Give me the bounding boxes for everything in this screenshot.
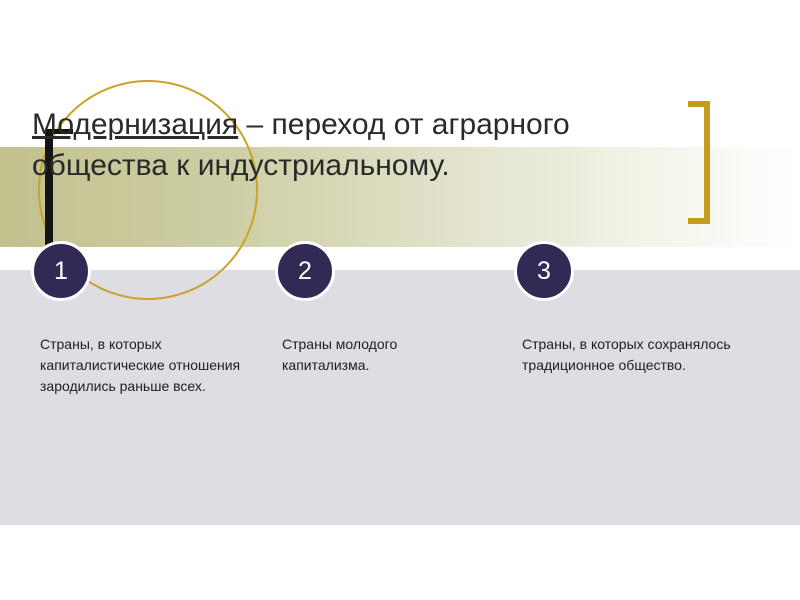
- step-number-1: 1: [31, 241, 91, 301]
- content-band: [0, 270, 800, 525]
- step-number-2: 2: [275, 241, 335, 301]
- title-term: Модернизация: [32, 108, 239, 141]
- step-text-2: Страны молодого капитализма.: [282, 336, 398, 373]
- title-definition: – переход от аграрного общества к индуст…: [32, 108, 570, 182]
- decorative-bracket: [688, 101, 710, 224]
- decorative-vertical-bar: [45, 129, 53, 271]
- step-text-1: Страны, в которых капиталистические отно…: [40, 336, 241, 394]
- decorative-circle: [38, 80, 258, 300]
- slide-title: Модернизация – переход от аграрного обще…: [32, 104, 612, 186]
- decorative-cross-bar: [49, 129, 73, 134]
- step-text-3: Страны, в которых сохранялось традиционн…: [522, 336, 731, 373]
- step-number-3: 3: [514, 241, 574, 301]
